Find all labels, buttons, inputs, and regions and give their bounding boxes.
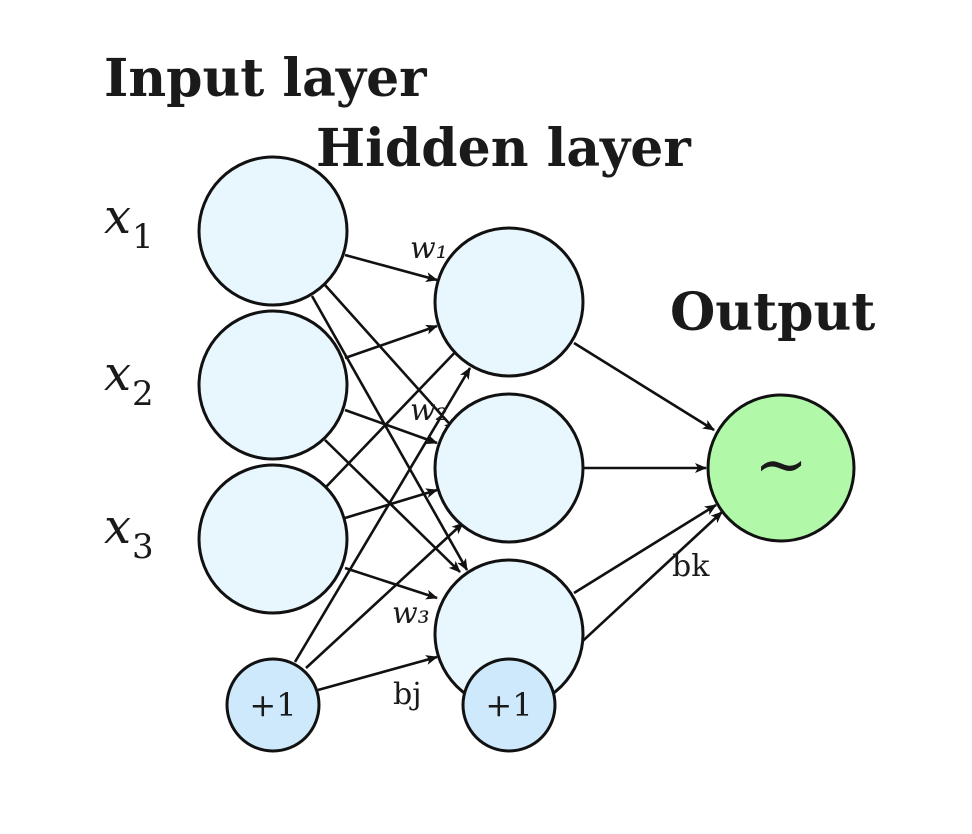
edge-x1-h3 <box>310 295 469 571</box>
input-label-x1-var: x <box>104 189 131 245</box>
edge-x1-h1 <box>344 253 438 282</box>
edge-x1-h2 <box>324 284 456 431</box>
input-label-x3-var: x <box>104 499 131 555</box>
edge-x3-h1 <box>324 344 463 489</box>
hidden-bias-node <box>461 657 557 753</box>
hidden-node-2 <box>433 392 585 544</box>
hidden-bias-label: +1 <box>485 686 532 724</box>
input-node-3 <box>197 463 349 615</box>
weight-label-w2: w₂ <box>410 393 448 428</box>
input-label-x1-sub: 1 <box>132 217 154 257</box>
edge-b-h3 <box>317 655 438 692</box>
input-label-x2-sub: 2 <box>132 374 154 414</box>
edge-x2-h1 <box>344 324 438 360</box>
input-bias-label: +1 <box>249 686 296 724</box>
output-title: Output <box>670 282 875 343</box>
bias-weight-label-bk: bk <box>672 549 710 584</box>
input-node-1 <box>197 155 349 307</box>
input-label-x2-var: x <box>104 346 131 402</box>
edge-b-h2 <box>305 522 464 669</box>
output-node <box>706 393 856 543</box>
output-symbol: ~ <box>754 428 808 502</box>
weight-label-w1: w₁ <box>410 231 448 266</box>
hidden-layer-title: Hidden layer <box>316 118 691 179</box>
edge-h3-out <box>573 503 717 595</box>
edge-x2-h2 <box>344 408 438 445</box>
input-label-x1: x 1 <box>104 189 154 257</box>
edge-x3-h3 <box>344 566 438 600</box>
input-layer-title: Input layer <box>104 48 427 109</box>
edge-x2-h3 <box>324 439 461 573</box>
input-label-x3-sub: 3 <box>132 527 154 567</box>
edge-x3-h2 <box>344 488 438 520</box>
bias-weight-label-bj: bj <box>393 677 422 712</box>
input-bias-node <box>225 657 321 753</box>
edge-h1-out <box>573 341 715 432</box>
hidden-node-1 <box>433 226 585 378</box>
edges <box>293 253 723 692</box>
input-node-2 <box>197 309 349 461</box>
input-label-x3: x 3 <box>104 499 154 567</box>
edge-b-h1 <box>293 367 472 663</box>
input-label-x2: x 2 <box>104 346 154 414</box>
weight-label-w3: w₃ <box>392 596 430 631</box>
